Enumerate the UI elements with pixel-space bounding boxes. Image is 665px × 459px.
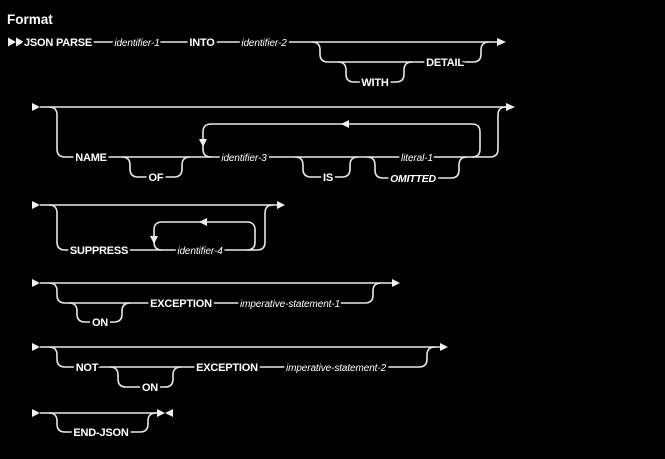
continue-arrow-icon	[392, 279, 400, 287]
rail-of-bypass	[121, 156, 191, 178]
statement-end-icon	[165, 409, 173, 417]
operand-imperative-statement-1: imperative-statement-1	[240, 299, 340, 310]
keyword-exception: EXCEPTION	[150, 298, 212, 310]
statement-start-icon	[8, 37, 16, 47]
rail-branch-drop	[48, 282, 66, 304]
keyword-of: OF	[149, 172, 164, 184]
keyword-end-json: END-JSON	[73, 427, 128, 439]
row-name-clause: NAME OF identifier-3 IS literal-1 OMITTE…	[32, 103, 515, 188]
row-json-parse-into: JSON PARSE identifier-1 INTO identifier-…	[8, 35, 506, 92]
rail-loop-right	[246, 221, 256, 251]
continue-arrow-icon	[32, 103, 40, 111]
continue-arrow-icon	[497, 38, 506, 46]
operand-identifier-4: identifier-4	[177, 246, 223, 257]
continue-arrow-icon	[32, 343, 40, 351]
operand-literal-1: literal-1	[401, 153, 433, 164]
operand-identifier-3: identifier-3	[221, 153, 267, 164]
loop-left-arrow-icon	[341, 120, 349, 128]
rail-branch-drop	[48, 346, 66, 368]
rail-on-bypass	[68, 302, 131, 323]
statement-end-icon	[157, 409, 165, 417]
rail-branch-rejoin	[364, 282, 382, 304]
rail-with-bypass	[337, 61, 413, 83]
continue-arrow-icon	[506, 103, 515, 111]
rail-branch-rejoin	[489, 106, 507, 158]
row-suppress-clause: SUPPRESS identifier-4	[32, 201, 285, 260]
keyword-into: INTO	[189, 37, 215, 49]
rail-branch-drop	[48, 106, 66, 158]
rail-branch-drop	[48, 204, 66, 251]
rail-is-bypass	[294, 156, 359, 178]
keyword-name: NAME	[75, 152, 107, 164]
keyword-suppress: SUPPRESS	[70, 245, 128, 257]
keyword-json-parse: JSON PARSE	[24, 37, 92, 49]
continue-arrow-icon	[277, 201, 285, 209]
keyword-with: WITH	[361, 77, 389, 89]
keyword-on: ON	[142, 382, 158, 394]
rail-branch-drop	[48, 412, 66, 433]
continue-arrow-icon	[32, 279, 40, 287]
statement-start-icon	[16, 37, 24, 47]
operand-imperative-statement-2: imperative-statement-2	[286, 363, 387, 374]
rail-loop-right	[471, 123, 481, 158]
keyword-on: ON	[92, 317, 108, 329]
rail-omitted-alternative	[366, 156, 468, 179]
rail-on-bypass	[109, 366, 182, 388]
keyword-is: IS	[323, 172, 333, 184]
keyword-not: NOT	[76, 362, 99, 374]
keyword-detail: DETAIL	[426, 57, 464, 69]
rail-branch-rejoin	[256, 204, 274, 251]
loop-left-arrow-icon	[199, 218, 207, 226]
continue-arrow-icon	[32, 409, 40, 417]
page-title: Format	[7, 12, 53, 27]
operand-identifier-2: identifier-2	[241, 38, 287, 49]
loop-down-arrow-icon	[199, 139, 207, 147]
loop-down-arrow-icon	[150, 236, 158, 244]
keyword-exception: EXCEPTION	[196, 362, 258, 374]
row-not-on-exception-clause: NOT ON EXCEPTION imperative-statement-2	[32, 343, 448, 397]
rail-branch-rejoin	[139, 412, 157, 433]
rail-detail-branch	[311, 41, 490, 63]
row-end-json: END-JSON	[32, 409, 173, 442]
continue-arrow-icon	[440, 343, 448, 351]
operand-identifier-1: identifier-1	[114, 38, 159, 49]
rail-branch-rejoin	[418, 346, 436, 368]
keyword-omitted: OMITTED	[390, 173, 436, 185]
continue-arrow-icon	[32, 201, 40, 209]
row-on-exception-clause: ON EXCEPTION imperative-statement-1	[32, 279, 400, 332]
